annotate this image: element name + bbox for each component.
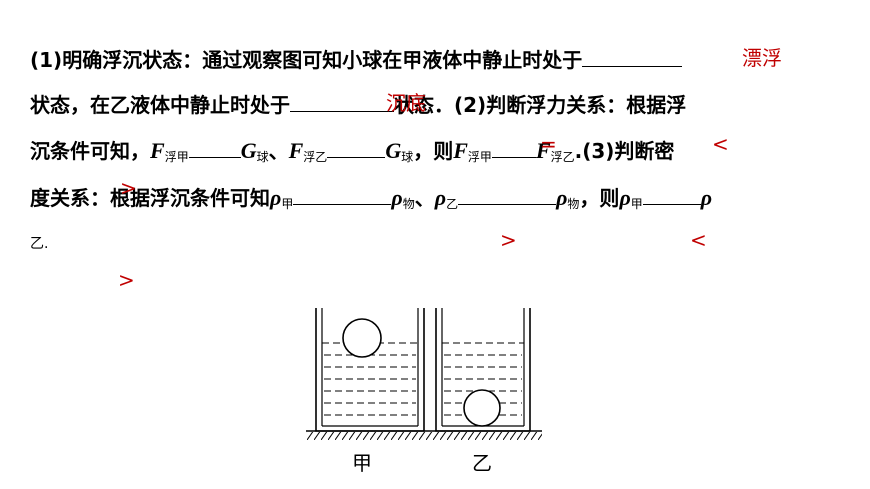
- subscript: 浮甲: [164, 150, 189, 164]
- subscript: 球: [256, 150, 269, 164]
- answer-blank: [290, 93, 394, 112]
- symbol-F: F: [535, 138, 551, 163]
- answer-sinking: 沉底: [386, 91, 426, 115]
- answer-greater: >: [500, 228, 517, 252]
- question-text: 状态．: [394, 93, 454, 117]
- question-text: 状态，在乙液体中静止时处于: [30, 93, 290, 117]
- symbol-rho: ρ: [391, 185, 403, 210]
- label-yi: 乙: [472, 451, 492, 475]
- answer-equal: =: [540, 132, 557, 156]
- answer-greater: >: [120, 176, 137, 200]
- separator: 、: [268, 139, 289, 163]
- subscript: 浮乙: [303, 150, 328, 164]
- subscript: 浮乙: [550, 150, 575, 164]
- ground-hatch: [306, 432, 542, 440]
- answer-blank: [188, 139, 241, 158]
- separator: ，则: [413, 139, 454, 163]
- question-text: (2)判断浮力关系：根据浮: [454, 93, 687, 117]
- answer-blank: [327, 139, 386, 158]
- symbol-rho: ρ: [270, 185, 282, 210]
- subscript: 物: [567, 197, 580, 211]
- question-text: 度关系：根据浮沉条件可知: [30, 186, 270, 210]
- question-text: (3)判断密: [582, 139, 675, 163]
- answer-less: <: [712, 132, 729, 156]
- answer-blank: [642, 186, 701, 205]
- symbol-G: G: [385, 138, 402, 163]
- subscript: 乙: [446, 197, 459, 211]
- separator: 、: [414, 186, 435, 210]
- beaker-yi: [435, 308, 531, 432]
- question-text: 沉条件可知，: [30, 139, 150, 163]
- symbol-G: G: [240, 138, 257, 163]
- symbol-rho: ρ: [700, 185, 713, 210]
- beaker-jia: [315, 308, 425, 432]
- question-line-5: 乙.: [30, 236, 49, 252]
- answer-blank: [582, 48, 683, 67]
- answer-floating: 漂浮: [742, 46, 782, 70]
- symbol-F: F: [453, 138, 468, 163]
- ball-sunk: [463, 389, 501, 427]
- question-line-2: 状态，在乙液体中静止时处于 状态．(2)判断浮力关系：根据浮: [30, 91, 686, 119]
- answer-blank: [491, 139, 536, 158]
- subscript: 甲: [630, 197, 643, 211]
- beaker-figure: 甲 乙: [306, 308, 542, 475]
- subscript: 球: [401, 150, 414, 164]
- question-text: (1)明确浮沉状态：通过观察图可知小球在甲液体中静止时处于: [30, 48, 583, 72]
- subscript: 甲: [281, 197, 294, 211]
- separator: ，则: [579, 186, 620, 210]
- ball-floating: [342, 318, 382, 358]
- subscript: 物: [402, 197, 415, 211]
- symbol-rho: ρ: [434, 185, 447, 210]
- symbol-rho: ρ: [556, 185, 568, 210]
- symbol-F: F: [288, 138, 304, 163]
- answer-blank: [458, 186, 557, 205]
- symbol-F: F: [150, 138, 165, 163]
- period: .: [574, 139, 583, 163]
- answer-greater: >: [118, 268, 135, 292]
- subscript: 浮甲: [467, 150, 492, 164]
- answer-less: <: [690, 228, 707, 252]
- symbol-rho: ρ: [619, 185, 631, 210]
- question-line-1: (1)明确浮沉状态：通过观察图可知小球在甲液体中静止时处于: [30, 46, 683, 74]
- answer-blank: [293, 186, 392, 205]
- label-jia: 甲: [352, 451, 372, 475]
